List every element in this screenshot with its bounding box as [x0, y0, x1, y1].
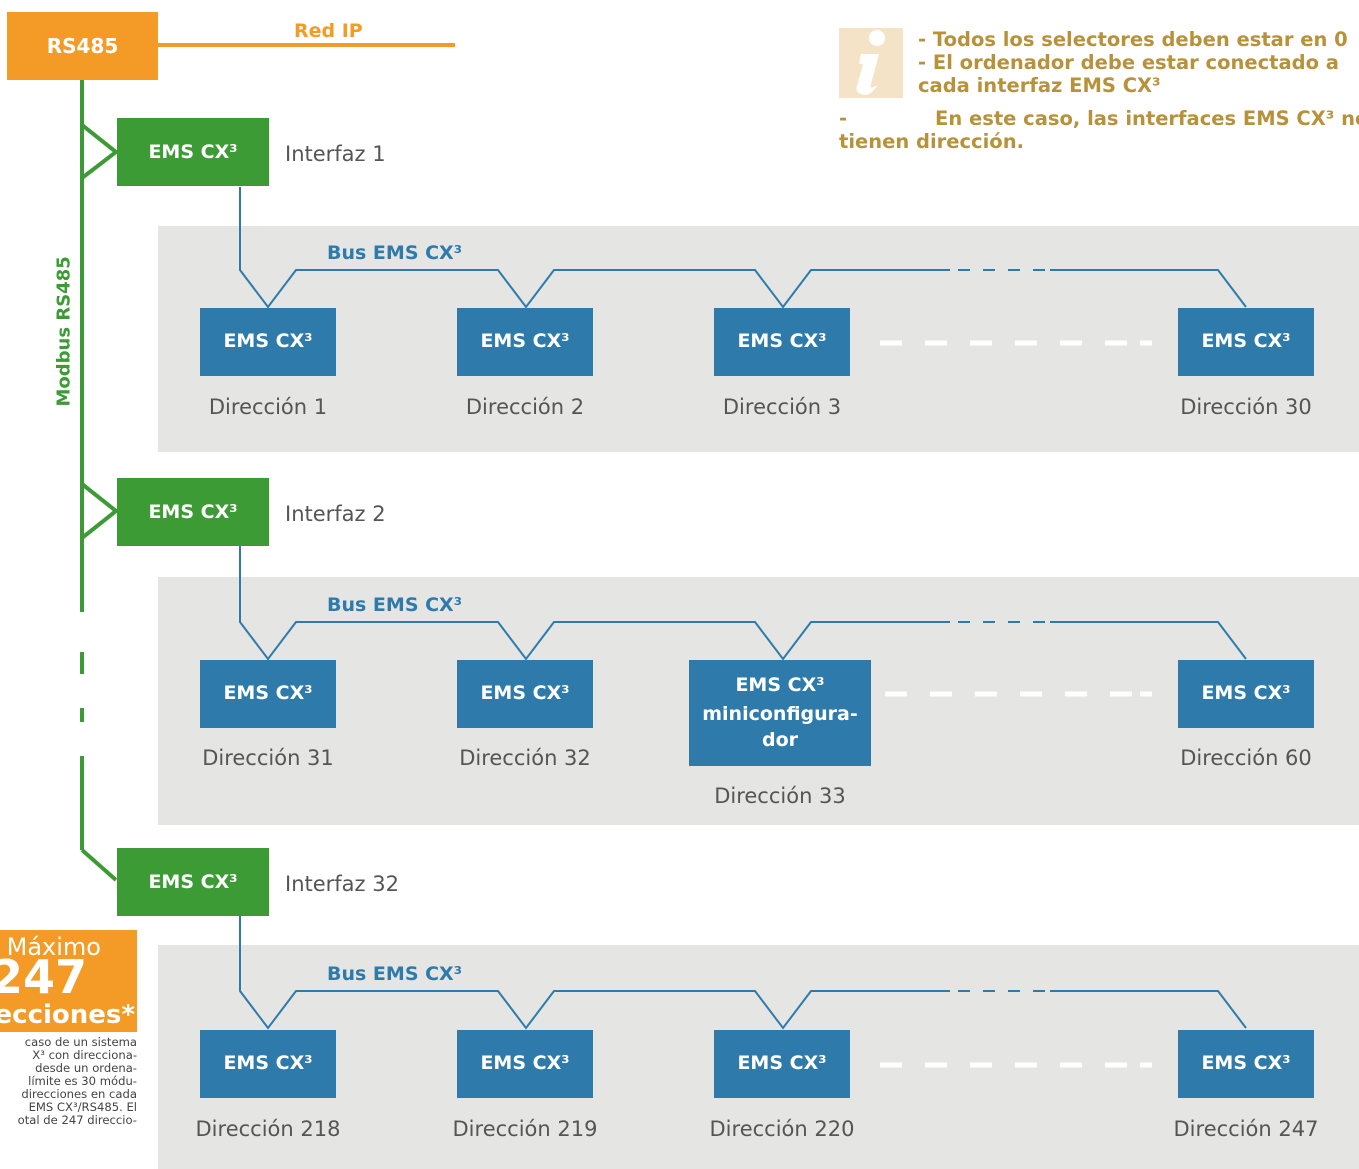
module-box: EMS CX³: [457, 308, 593, 376]
module-box: EMS CX³: [200, 660, 336, 728]
address-label: Dirección 1: [208, 395, 328, 419]
address-label: Dirección 2: [465, 395, 585, 419]
address-label: Dirección 3: [722, 395, 842, 419]
module-box: EMS CX³: [1178, 1030, 1314, 1098]
interface-label-1: Interfaz 1: [285, 142, 386, 166]
interface-box-label: EMS CX³: [148, 141, 238, 163]
interface-label-2: Interfaz 2: [285, 502, 386, 526]
module-box-label: EMS CX³: [480, 682, 570, 705]
info-icon: [839, 28, 903, 98]
info-line-2: - El ordenador debe estar conectado a: [918, 51, 1339, 74]
rs485-box: RS485: [7, 12, 158, 80]
footnote-line: X³ con direcciona-: [32, 1048, 137, 1062]
maximo-line3: ecciones*: [0, 1000, 135, 1030]
address-label: Dirección 30: [1180, 395, 1312, 419]
info-line-4b: En este caso, las interfaces EMS CX³ no: [935, 107, 1359, 130]
module-box-miniconfigurador: EMS CX³ miniconfigura- dor: [689, 660, 871, 766]
interface-box-1: EMS CX³: [117, 118, 269, 186]
module-box-label: EMS CX³: [480, 1052, 570, 1075]
module-box-label: EMS CX³: [737, 1052, 827, 1075]
interface-box-label: EMS CX³: [148, 871, 238, 893]
footnote-line: EMS CX³/RS485. El: [28, 1100, 137, 1114]
address-label: Dirección 33: [714, 784, 846, 808]
address-label: Dirección 220: [709, 1117, 855, 1141]
module-box-label: EMS CX³: [737, 330, 827, 353]
info-line-1: - Todos los selectores deben estar en 0: [918, 28, 1348, 51]
info-line-4a: -: [839, 107, 848, 130]
maximo-number: 247: [0, 950, 87, 1004]
bus-label-1: Bus EMS CX³: [327, 242, 463, 264]
module-box-label: EMS CX³: [480, 330, 570, 353]
modbus-rs485-label: Modbus RS485: [53, 256, 75, 407]
footnote-line: otal de 247 direccio-: [17, 1113, 137, 1127]
address-label: Dirección 32: [459, 746, 591, 770]
interface-label-32: Interfaz 32: [285, 872, 399, 896]
address-label: Dirección 218: [195, 1117, 341, 1141]
bus-label-2: Bus EMS CX³: [327, 594, 463, 616]
interface-box-2: EMS CX³: [117, 478, 269, 546]
address-label: Dirección 60: [1180, 746, 1312, 770]
footnote-line: límite es 30 módu-: [28, 1074, 137, 1088]
maximo-line1: Máximo: [6, 933, 101, 961]
footnote-line: caso de un sistema: [24, 1036, 137, 1049]
info-line-3: cada interfaz EMS CX³: [918, 74, 1161, 97]
module-box-label-line2: miniconfigura-: [702, 703, 858, 726]
module-box-label: EMS CX³: [1201, 1052, 1291, 1075]
module-box-label: EMS CX³: [223, 682, 313, 705]
module-box-label: EMS CX³: [1201, 682, 1291, 705]
interface-box-32: EMS CX³: [117, 848, 269, 916]
module-box: EMS CX³: [200, 308, 336, 376]
module-box: EMS CX³: [714, 308, 850, 376]
module-box-label-line3: dor: [761, 728, 799, 751]
module-box-label: EMS CX³: [735, 673, 825, 696]
module-box: EMS CX³: [457, 1030, 593, 1098]
module-box-label: EMS CX³: [1201, 330, 1291, 353]
address-label: Dirección 31: [202, 746, 334, 770]
address-label: Dirección 247: [1173, 1117, 1319, 1141]
address-label: Dirección 219: [452, 1117, 598, 1141]
bus-label-3: Bus EMS CX³: [327, 963, 463, 985]
footnote-line: desde un ordena-: [35, 1061, 137, 1075]
red-ip-label: Red IP: [294, 20, 363, 42]
module-box: EMS CX³: [1178, 660, 1314, 728]
module-box: EMS CX³: [1178, 308, 1314, 376]
rs485-label: RS485: [46, 34, 119, 58]
module-box: EMS CX³: [714, 1030, 850, 1098]
footnote-line: direcciones en cada: [21, 1087, 137, 1101]
footnote: caso de un sistema X³ con direcciona- de…: [0, 1036, 137, 1169]
module-box: EMS CX³: [457, 660, 593, 728]
info-line-5: tienen dirección.: [839, 130, 1024, 153]
interface-box-label: EMS CX³: [148, 501, 238, 523]
maximo-badge: Máximo 247 ecciones*: [0, 930, 137, 1032]
module-box-label: EMS CX³: [223, 1052, 313, 1075]
module-box-label: EMS CX³: [223, 330, 313, 353]
info-text: - Todos los selectores deben estar en 0 …: [918, 28, 1358, 97]
module-box: EMS CX³: [200, 1030, 336, 1098]
